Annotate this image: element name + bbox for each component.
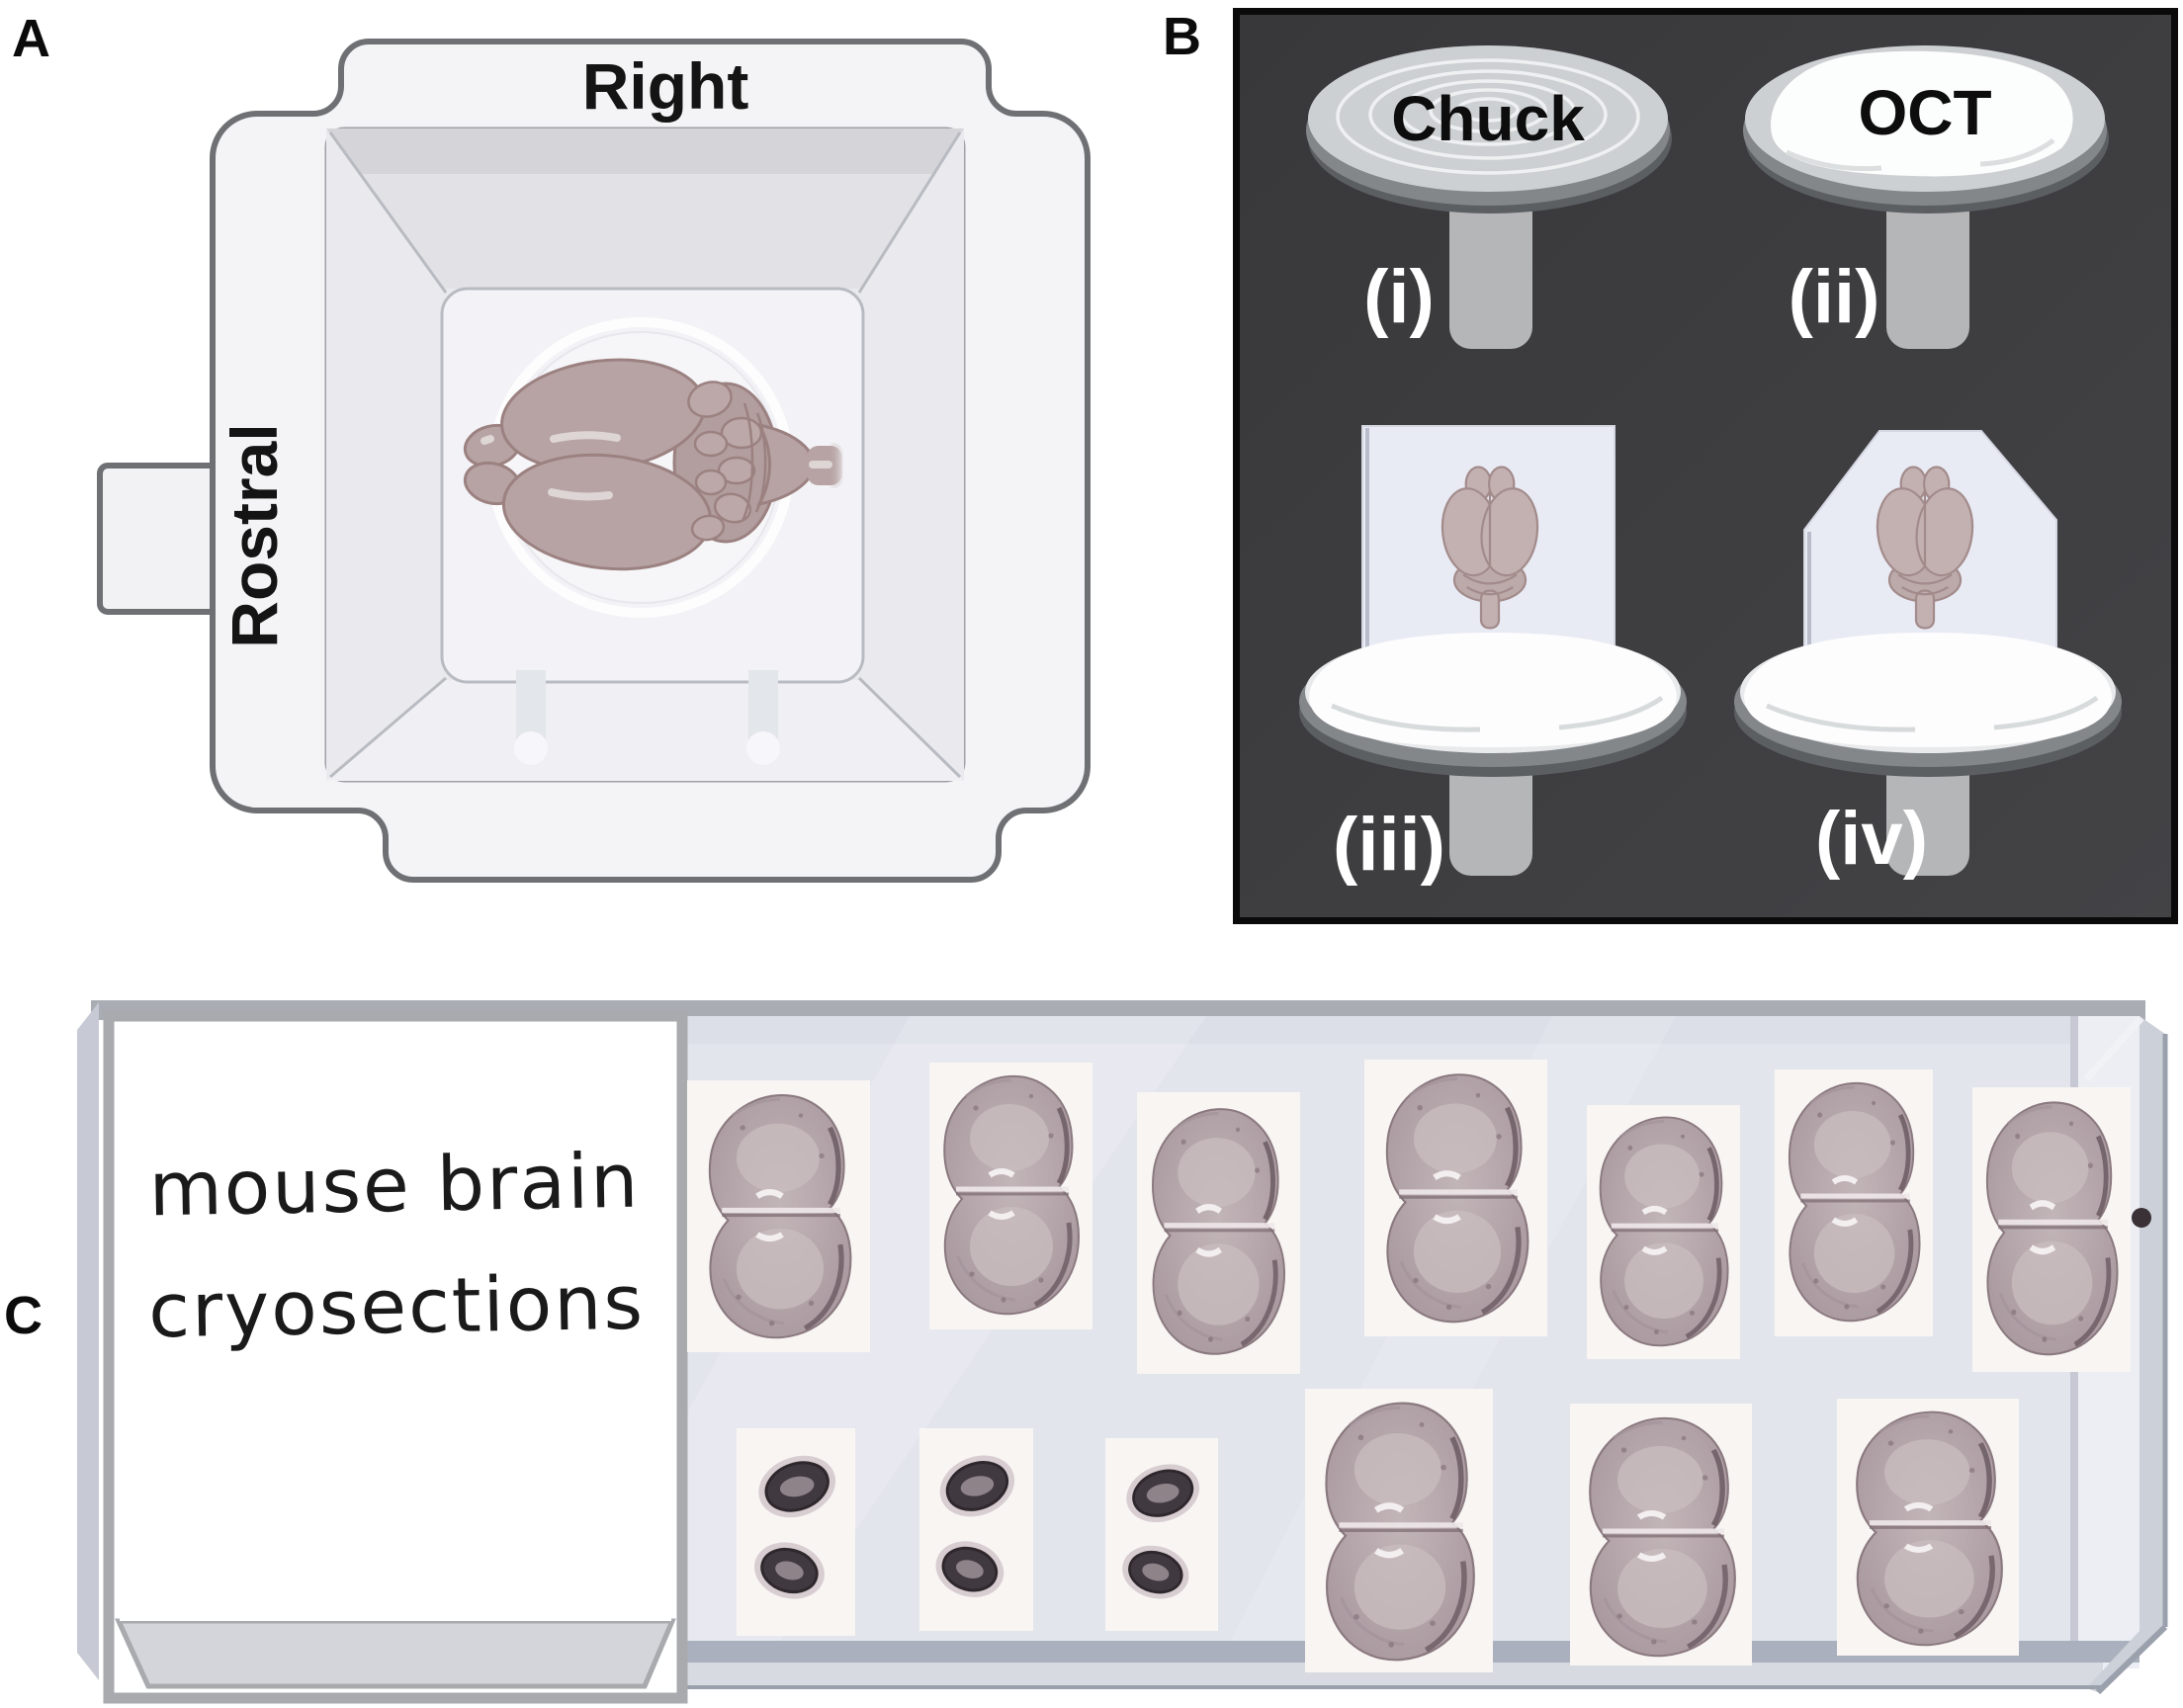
step-i-label: (i) [1363, 255, 1435, 339]
coronal-cryosection [1305, 1389, 1493, 1672]
trimmed-block-on-chuck-icon [1734, 430, 2122, 876]
orientation-label-right: Right [582, 49, 749, 123]
oct-mound [1309, 633, 1677, 747]
cryosection-top-row [687, 1060, 2151, 1374]
coronal-cryosection [687, 1080, 870, 1352]
cerebellar-cryosection [919, 1428, 1033, 1631]
oct-on-chuck-icon: OCT [1743, 45, 2109, 349]
cryosection-bottom-row [737, 1389, 2019, 1672]
chuck-rings [1336, 58, 1640, 175]
coronal-cryosection [1570, 1404, 1752, 1665]
slide-label-line1: mouse brain [148, 1137, 641, 1234]
panel-c-letter: C [4, 1286, 43, 1345]
coronal-cryosection [1137, 1092, 1300, 1374]
coronal-cryosection [1837, 1399, 2019, 1656]
panel-a-letter: A [12, 9, 50, 68]
coronal-cryosection [929, 1063, 1092, 1329]
cryomold-tab [97, 463, 231, 615]
cerebellar-cryosection [1105, 1438, 1218, 1631]
oct-mound [1744, 633, 2112, 747]
panel-c-slide-diagram: mouse brain cryosections [77, 1000, 2168, 1704]
cerebellum-lobules [687, 381, 767, 542]
slide-left-edge [77, 1002, 99, 1680]
orientation-label-rostral: Rostral [218, 423, 291, 647]
mold-leg [746, 670, 780, 765]
step-ii-label: (ii) [1789, 255, 1880, 339]
slide-label-area: mouse brain cryosections [103, 1010, 688, 1704]
brainstem [756, 422, 811, 507]
chuck-icon: Chuck [1306, 45, 1672, 349]
oct-compound-blob [1771, 50, 2073, 177]
mouse-brain-dorsal-illustration [463, 358, 844, 571]
gloss-highlights [480, 431, 832, 501]
step-iii-label: (iii) [1333, 803, 1445, 887]
tissue-speck [2132, 1208, 2151, 1228]
slide-label-line2: cryosections [147, 1258, 645, 1355]
coronal-cryosection [1364, 1060, 1547, 1336]
step-iv-label: (iv) [1815, 797, 1928, 881]
oct-caption: OCT [1858, 77, 1991, 148]
panel-a-cryomold-diagram: Right Rostral [97, 39, 1091, 883]
panel-b-embedding-diagram: Chuck (i) OCT (ii) [1233, 8, 2178, 924]
cerebellar-cryosection [737, 1428, 855, 1636]
panel-b-letter: B [1163, 7, 1201, 66]
coronal-cryosection [1587, 1105, 1740, 1359]
frozen-block-on-chuck-icon [1299, 425, 1687, 876]
coronal-cryosection [1775, 1069, 1933, 1336]
coronal-cryosection [1972, 1087, 2151, 1372]
chuck-caption: Chuck [1391, 83, 1585, 154]
mold-leg [514, 670, 548, 765]
